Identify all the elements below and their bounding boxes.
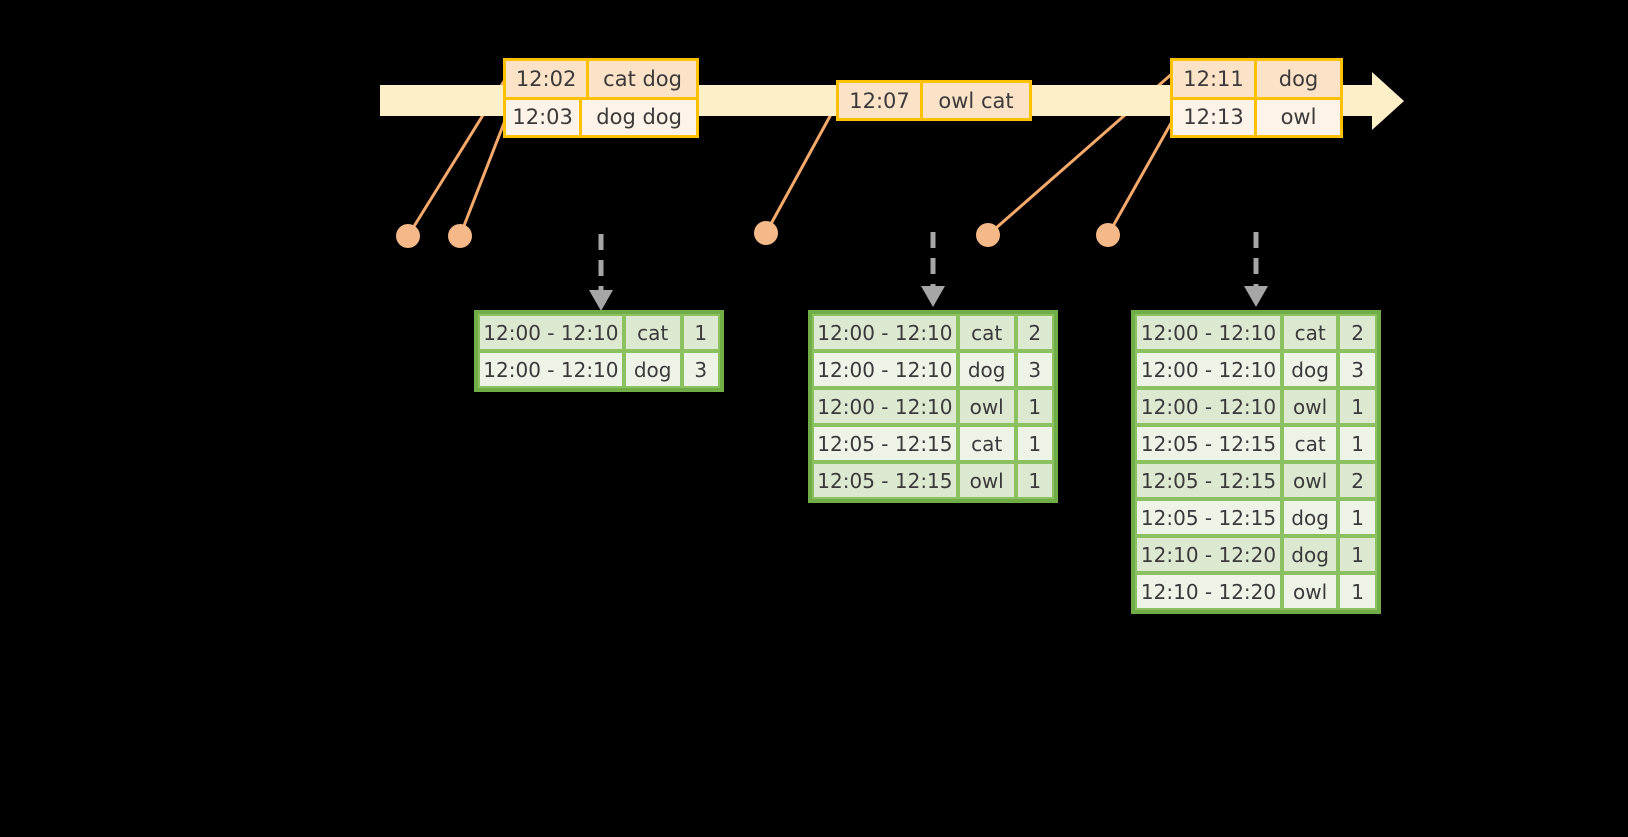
cell-window: 12:00 - 12:10 — [1135, 314, 1283, 351]
table-row: 12:00 - 12:10 owl 1 — [1135, 388, 1378, 425]
cell-count: 3 — [1338, 351, 1378, 388]
event-row: 12:02 cat dog — [506, 61, 696, 97]
cell-window: 12:00 - 12:10 — [478, 314, 624, 351]
cell-window: 12:00 - 12:10 — [812, 388, 958, 425]
cell-window: 12:05 - 12:15 — [1135, 425, 1283, 462]
cell-word: owl — [1282, 573, 1339, 610]
cell-word: dog — [623, 351, 682, 388]
table-row: 12:00 - 12:10 dog 3 — [1135, 351, 1378, 388]
cell-word: cat — [957, 425, 1016, 462]
cell-count: 3 — [681, 351, 720, 388]
cell-window: 12:00 - 12:10 — [1135, 351, 1283, 388]
event-time: 12:02 — [506, 61, 590, 97]
table-row: 12:00 - 12:10 dog 3 — [478, 351, 720, 388]
cell-word: owl — [957, 462, 1016, 499]
connector-line-3 — [764, 97, 842, 234]
cell-word: owl — [1282, 462, 1339, 499]
cell-window: 12:00 - 12:10 — [1135, 388, 1283, 425]
event-time: 12:03 — [506, 99, 583, 135]
cell-count: 1 — [681, 314, 720, 351]
cell-window: 12:00 - 12:10 — [478, 351, 624, 388]
event-words: owl — [1257, 99, 1340, 135]
table-row: 12:00 - 12:10 cat 2 — [812, 314, 1054, 351]
cell-count: 1 — [1015, 388, 1054, 425]
result-table-1[interactable]: 12:00 - 12:10 cat 1 12:00 - 12:10 dog 3 — [474, 310, 724, 392]
cell-word: cat — [1282, 425, 1339, 462]
cell-word: dog — [957, 351, 1016, 388]
cell-count: 1 — [1015, 425, 1054, 462]
cell-window: 12:05 - 12:15 — [812, 462, 958, 499]
cell-window: 12:05 - 12:15 — [1135, 462, 1283, 499]
cell-word: owl — [957, 388, 1016, 425]
table-row: 12:00 - 12:10 cat 2 — [1135, 314, 1378, 351]
table-row: 12:05 - 12:15 dog 1 — [1135, 499, 1378, 536]
event-time: 12:11 — [1173, 61, 1257, 97]
cell-word: dog — [1282, 351, 1339, 388]
source-dot-1[interactable] — [396, 224, 420, 248]
cell-word: dog — [1282, 499, 1339, 536]
cell-count: 1 — [1338, 388, 1378, 425]
table-row: 12:05 - 12:15 cat 1 — [812, 425, 1054, 462]
cell-word: dog — [1282, 536, 1339, 573]
event-group-1[interactable]: 12:02 cat dog 12:03 dog dog — [503, 58, 699, 138]
event-row: 12:03 dog dog — [506, 96, 696, 135]
cell-count: 1 — [1338, 499, 1378, 536]
event-words: cat dog — [589, 61, 696, 97]
cell-count: 2 — [1338, 314, 1378, 351]
result-table-2[interactable]: 12:00 - 12:10 cat 2 12:00 - 12:10 dog 3 … — [808, 310, 1058, 503]
cell-window: 12:05 - 12:15 — [812, 425, 958, 462]
source-dot-3[interactable] — [754, 221, 778, 245]
cell-window: 12:10 - 12:20 — [1135, 573, 1283, 610]
cell-word: cat — [623, 314, 682, 351]
source-dot-5[interactable] — [1096, 223, 1120, 247]
table-row: 12:00 - 12:10 owl 1 — [812, 388, 1054, 425]
event-words: dog dog — [582, 99, 696, 135]
source-dot-4[interactable] — [976, 223, 1000, 247]
event-words: owl cat — [923, 83, 1029, 118]
cell-count: 1 — [1338, 573, 1378, 610]
table-row: 12:10 - 12:20 dog 1 — [1135, 536, 1378, 573]
dashed-arrow-head-1 — [589, 290, 613, 311]
event-time: 12:07 — [839, 83, 923, 118]
table-row: 12:00 - 12:10 dog 3 — [812, 351, 1054, 388]
event-group-2[interactable]: 12:07 owl cat — [836, 80, 1032, 121]
cell-window: 12:10 - 12:20 — [1135, 536, 1283, 573]
result-table-3[interactable]: 12:00 - 12:10 cat 2 12:00 - 12:10 dog 3 … — [1131, 310, 1381, 614]
cell-word: cat — [957, 314, 1016, 351]
table-row: 12:00 - 12:10 cat 1 — [478, 314, 720, 351]
dashed-arrow-head-2 — [921, 286, 945, 307]
cell-count: 1 — [1338, 425, 1378, 462]
event-row: 12:11 dog — [1173, 61, 1340, 97]
cell-count: 2 — [1338, 462, 1378, 499]
connector-line-5 — [1106, 117, 1176, 236]
dashed-arrow-head-3 — [1244, 286, 1268, 307]
table-row: 12:05 - 12:15 owl 2 — [1135, 462, 1378, 499]
event-row: 12:13 owl — [1173, 96, 1340, 135]
connector-line-2 — [458, 117, 508, 237]
cell-count: 2 — [1015, 314, 1054, 351]
event-time: 12:13 — [1173, 99, 1257, 135]
table-row: 12:05 - 12:15 cat 1 — [1135, 425, 1378, 462]
cell-window: 12:00 - 12:10 — [812, 351, 958, 388]
cell-count: 1 — [1015, 462, 1054, 499]
cell-count: 3 — [1015, 351, 1054, 388]
source-dot-2[interactable] — [448, 224, 472, 248]
event-words: dog — [1257, 61, 1340, 97]
cell-window: 12:05 - 12:15 — [1135, 499, 1283, 536]
cell-count: 1 — [1338, 536, 1378, 573]
cell-word: owl — [1282, 388, 1339, 425]
timeline-arrowhead — [1372, 72, 1404, 130]
event-row: 12:07 owl cat — [839, 83, 1029, 118]
event-group-3[interactable]: 12:11 dog 12:13 owl — [1170, 58, 1343, 138]
table-row: 12:10 - 12:20 owl 1 — [1135, 573, 1378, 610]
table-row: 12:05 - 12:15 owl 1 — [812, 462, 1054, 499]
cell-window: 12:00 - 12:10 — [812, 314, 958, 351]
cell-word: cat — [1282, 314, 1339, 351]
